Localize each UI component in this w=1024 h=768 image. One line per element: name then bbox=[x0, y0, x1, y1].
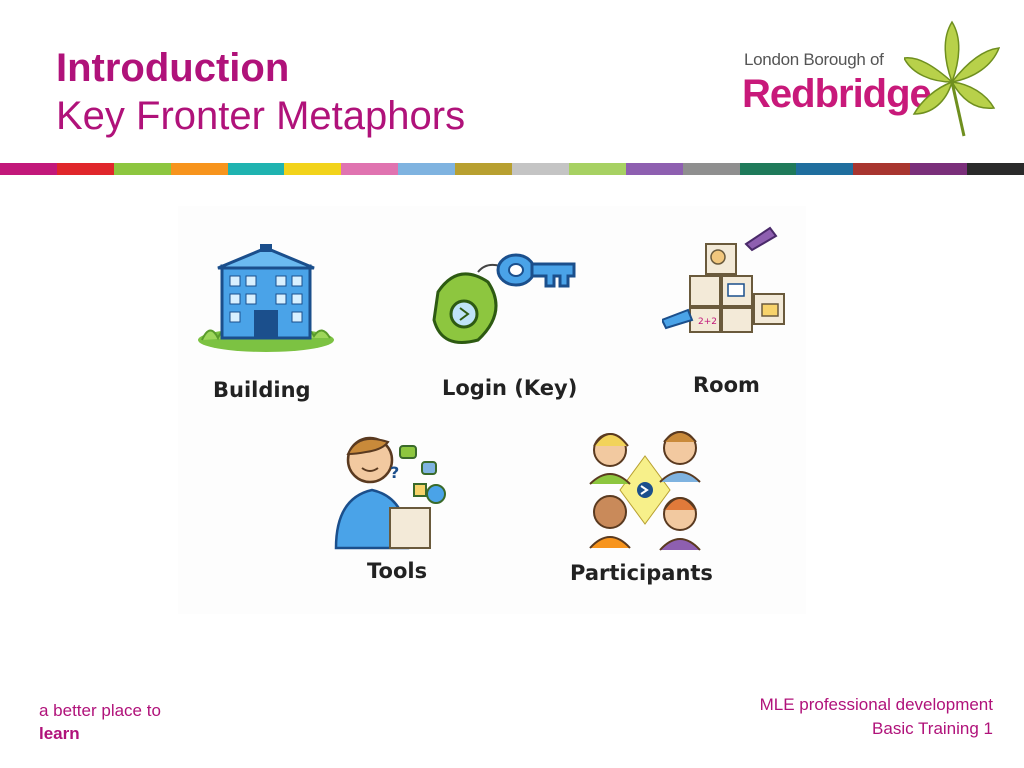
stripe-segment bbox=[0, 163, 57, 175]
logo-line-1: London Borough of bbox=[744, 50, 884, 69]
svg-text:2+2: 2+2 bbox=[698, 317, 717, 327]
stripe-segment bbox=[113, 163, 171, 175]
key-icon bbox=[432, 253, 576, 344]
metaphors-image: Building Login (Key) 2+2 Room bbox=[178, 206, 806, 614]
building-label: Building bbox=[213, 378, 311, 402]
svg-text:?: ? bbox=[390, 463, 399, 482]
room-label: Room bbox=[693, 373, 760, 397]
stripe-segment bbox=[512, 163, 569, 175]
stripe-segment bbox=[284, 163, 342, 175]
stripe-segment bbox=[682, 163, 740, 175]
tagline-line-2: learn bbox=[39, 724, 80, 743]
course-line-2: Basic Training 1 bbox=[872, 719, 993, 738]
stripe-segment bbox=[170, 163, 228, 175]
logo-line-2: Redbridge bbox=[742, 72, 932, 116]
course-line-1: MLE professional development bbox=[759, 695, 993, 714]
chestnut-leaf-icon bbox=[904, 20, 1000, 137]
stripe-segment bbox=[455, 163, 513, 175]
footer-tagline: a better place to learn bbox=[39, 699, 161, 745]
stripe-segment bbox=[739, 163, 797, 175]
stripe-segment bbox=[398, 163, 456, 175]
stripe-segment bbox=[853, 163, 911, 175]
stripe-segment bbox=[56, 163, 114, 175]
tools-label: Tools bbox=[367, 559, 428, 583]
stripe-segment bbox=[910, 163, 968, 175]
color-stripe bbox=[0, 163, 1024, 175]
footer-course: MLE professional development Basic Train… bbox=[760, 693, 993, 741]
tagline-line-1: a better place to bbox=[39, 701, 161, 720]
stripe-segment bbox=[341, 163, 399, 175]
participants-icon bbox=[589, 431, 701, 551]
participants-label: Participants bbox=[570, 561, 713, 585]
title-heading: Introduction bbox=[56, 46, 290, 90]
stripe-segment bbox=[625, 163, 683, 175]
stripe-segment bbox=[568, 163, 626, 175]
redbridge-logo: London Borough of Redbridge bbox=[740, 20, 1000, 138]
stripe-segment bbox=[796, 163, 854, 175]
room-cubes-icon: 2+2 bbox=[662, 226, 785, 333]
building-icon bbox=[198, 244, 334, 352]
login-key-label: Login (Key) bbox=[442, 376, 578, 400]
stripe-segment bbox=[227, 163, 285, 175]
tools-person-icon: ? bbox=[334, 436, 446, 550]
title-subheading: Key Fronter Metaphors bbox=[56, 94, 466, 138]
stripe-segment bbox=[967, 163, 1024, 175]
slide-title: Introduction Key Fronter Metaphors bbox=[56, 44, 465, 140]
